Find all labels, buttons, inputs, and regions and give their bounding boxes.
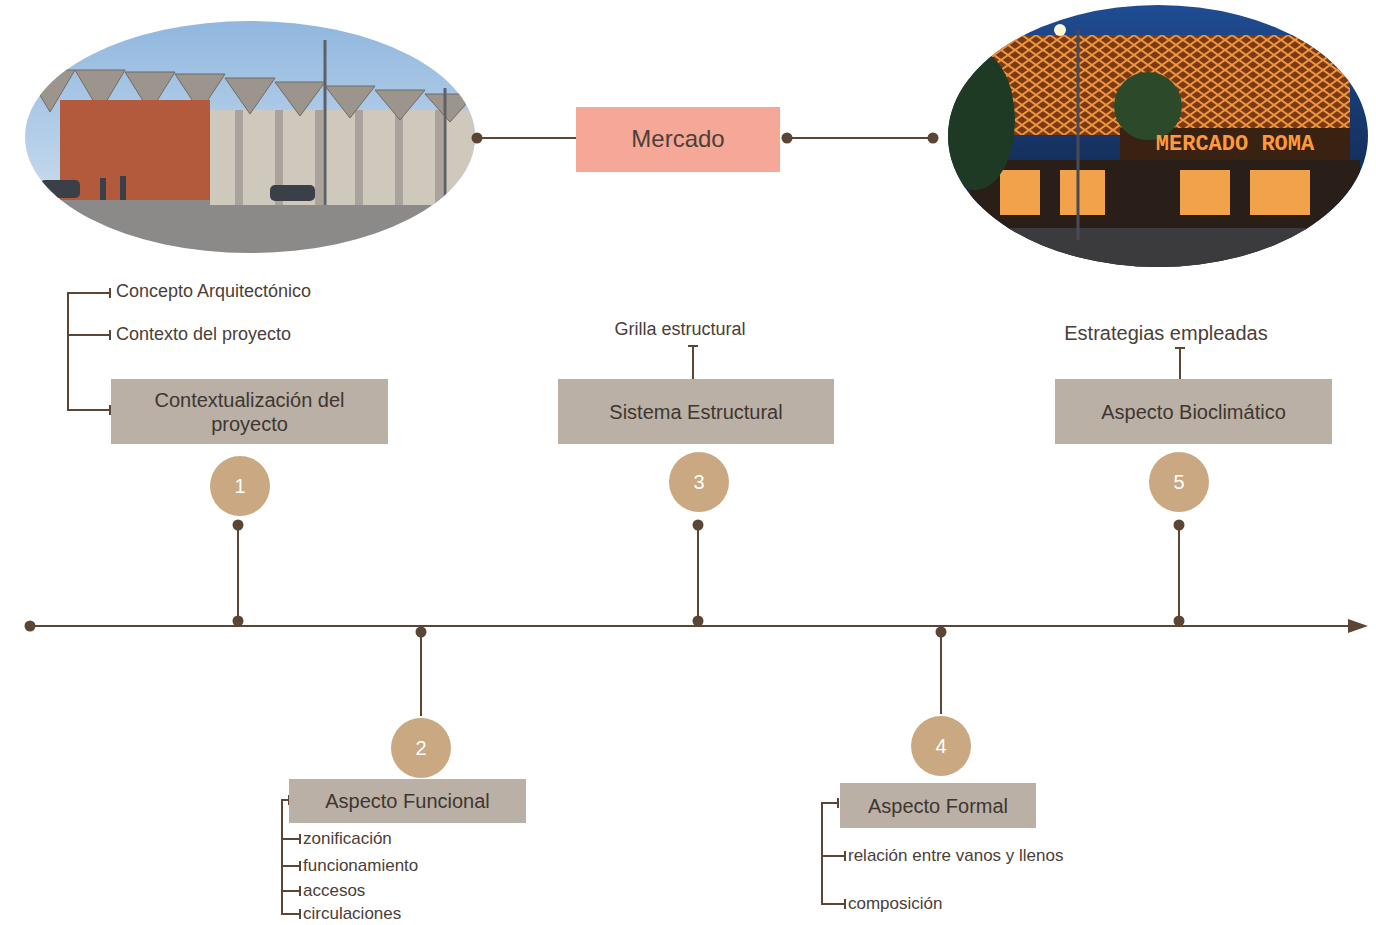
tree — [935, 50, 1015, 190]
node-text: 2 — [415, 736, 426, 760]
section-box: Aspecto Bioclimático — [1055, 379, 1332, 444]
sub-item: funcionamiento — [303, 856, 418, 876]
sub-item: circulaciones — [303, 904, 401, 924]
timeline — [26, 521, 1369, 717]
tree — [1114, 72, 1182, 140]
node-text: Mercado — [631, 125, 724, 154]
callout-number: 4 — [911, 716, 971, 776]
sky — [20, 15, 480, 265]
people-cars — [40, 176, 315, 201]
section-box: Aspecto Funcional — [289, 779, 526, 823]
sub-item: composición — [848, 894, 943, 914]
node-text: 3 — [693, 470, 704, 494]
callout-number: 3 — [669, 452, 729, 512]
node-text: Sistema Estructural — [609, 400, 782, 424]
storefront — [970, 160, 1360, 230]
sub-item: relación entre vanos y llenos — [848, 846, 1063, 866]
node-text: Aspecto Bioclimático — [1101, 400, 1286, 424]
lamp-post — [1077, 30, 1080, 240]
sub-item: Estrategias empleadas — [1064, 321, 1267, 345]
sub-item: accesos — [303, 881, 365, 901]
shop-lights — [1000, 170, 1310, 215]
sub-item: Contexto del proyecto — [116, 324, 291, 346]
columns — [235, 110, 443, 205]
sub-item: Grilla estructural — [614, 319, 745, 341]
section-box: Aspecto Formal — [840, 783, 1036, 828]
node-text: Aspecto Funcional — [325, 789, 490, 813]
market-photo-left — [20, 15, 480, 265]
brick-wall — [60, 100, 210, 200]
section-box: Contextualización del proyecto — [111, 379, 388, 444]
sidewalk — [940, 228, 1376, 278]
node-text: 5 — [1173, 470, 1184, 494]
building-body — [210, 110, 480, 205]
callout-number: 1 — [210, 456, 270, 516]
market-photo-right — [935, 0, 1376, 278]
node-text: Aspecto Formal — [868, 794, 1008, 818]
node-text: Contextualización del proyecto — [127, 388, 372, 436]
lamp-posts — [325, 40, 445, 205]
callout-number: 2 — [391, 718, 451, 778]
node-text: 4 — [935, 734, 946, 758]
callout-number: 5 — [1149, 452, 1209, 512]
sign-text: MERCADO ROMA — [1156, 132, 1314, 158]
title-box: Mercado — [576, 107, 780, 172]
sub-item: zonificación — [303, 829, 392, 849]
brackets — [68, 288, 1185, 919]
node-text: 1 — [234, 474, 245, 498]
lamp — [1054, 24, 1066, 36]
section-box: Sistema Estructural — [558, 379, 834, 444]
street — [20, 195, 480, 265]
sub-item: Concepto Arquitectónico — [116, 281, 311, 303]
